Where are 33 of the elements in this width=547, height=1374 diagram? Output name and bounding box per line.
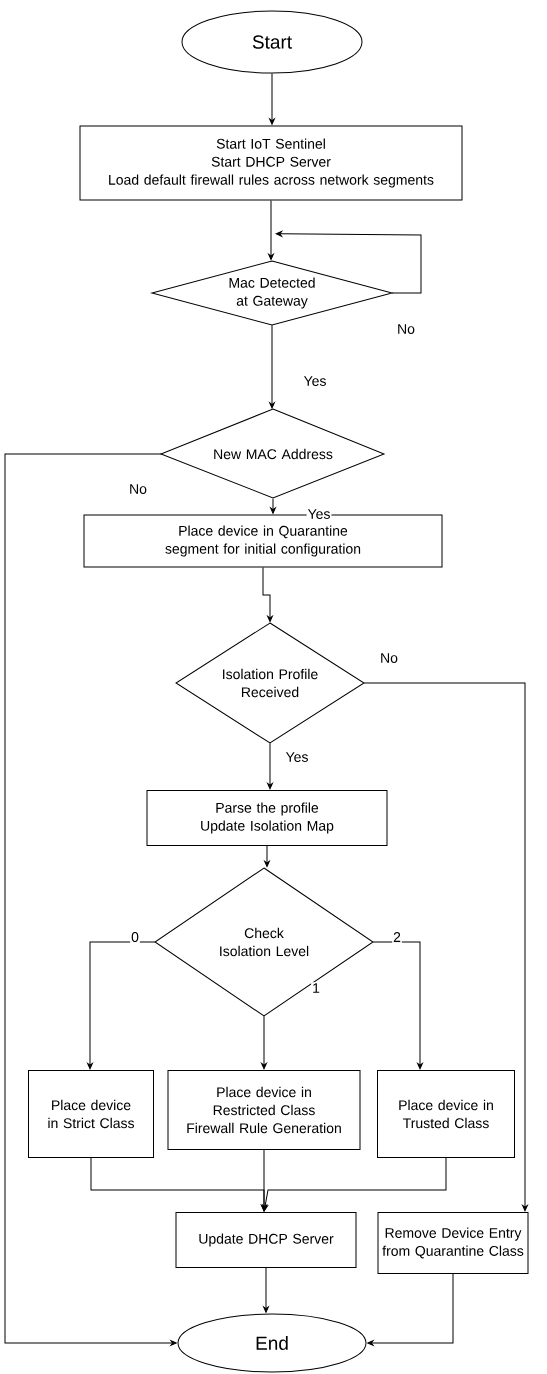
process-box: Parse the profile Update Isolation Map [146,790,388,846]
arrow [261,1015,267,1070]
edge-label: No [128,483,148,495]
edge-label: Yes [284,751,310,763]
arrow [363,682,528,1212]
arrow [269,73,275,125]
process-box: Place device in Trusted Class [377,1070,515,1158]
arrow [275,231,422,294]
process-box: Update DHCP Server [175,1212,357,1268]
edge-label: Yes [306,508,332,520]
arrow [372,941,423,1070]
edge-label: 0 [130,931,140,943]
arrow [267,742,273,790]
arrow [268,200,274,261]
arrow [263,1267,269,1313]
process-box: Start IoT Sentinel Start DHCP Server Load default firewall rules across network segments [79,125,463,201]
arrow [4,453,177,1346]
process-box: Remove Device Entry from Quarantine Class [377,1212,529,1274]
arrow [261,1149,267,1212]
arrow [270,498,276,514]
arrow [367,1273,454,1346]
edge-label: No [379,652,399,664]
arrow [264,845,270,868]
edge-label: No [396,323,416,335]
arrow [269,324,275,409]
process-box: Place device in Strict Class [28,1070,154,1158]
edge-label: 2 [392,931,402,943]
arrow [262,1157,447,1212]
edge-label: 1 [311,982,321,994]
edge-label: Yes [302,375,328,387]
arrow [87,941,156,1070]
arrow [262,567,273,623]
process-box: Place device in Restricted Class Firewall Rule Generation [167,1070,361,1150]
